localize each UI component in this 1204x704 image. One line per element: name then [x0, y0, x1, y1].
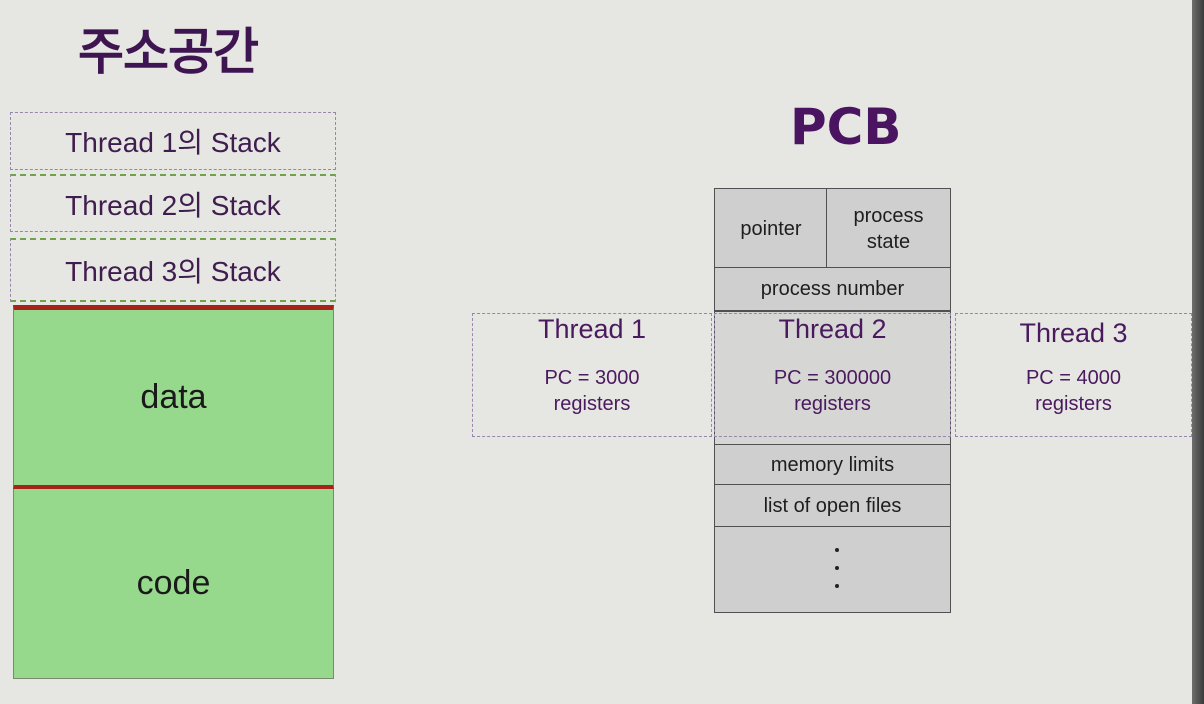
pcb-open-files-cell: list of open files: [714, 484, 951, 528]
thread-1-stack: Thread 1의 Stack: [10, 112, 336, 170]
pcb-open-files-label: list of open files: [763, 495, 902, 517]
pcb-pointer-label: pointer: [740, 217, 802, 240]
thread-1-box: Thread 1 PC = 3000 registers: [472, 313, 712, 437]
thread-3-stack: Thread 3의 Stack: [10, 238, 336, 302]
thread-1-pc-value: PC = 3000: [544, 367, 640, 389]
pcb-process-number-cell: process number: [714, 267, 951, 311]
pcb-memory-limits-cell: memory limits: [714, 444, 951, 486]
thread-2-stack: Thread 2의 Stack: [10, 174, 336, 232]
thread-3-pc-value: PC = 4000: [1025, 367, 1122, 389]
pcb-process-state-cell: process state: [826, 188, 951, 269]
thread-3-name: Thread 3: [1019, 318, 1128, 348]
ellipsis-icon: [832, 548, 842, 596]
thread-1-name: Thread 1: [537, 314, 647, 344]
thread-1-pc: PC = 3000 registers: [473, 365, 711, 417]
data-segment: data: [13, 305, 334, 489]
pcb-pointer-cell: pointer: [714, 188, 828, 269]
pcb-process-number-label: process number: [760, 278, 905, 300]
thread-3-box: Thread 3 PC = 4000 registers: [955, 313, 1192, 437]
address-space-title: 주소공간: [78, 23, 259, 81]
thread-2-pc: PC = 300000 registers: [715, 365, 950, 417]
thread-2-box: Thread 2 PC = 300000 registers: [714, 313, 951, 437]
pcb-title: PCB: [790, 98, 902, 156]
thread-3-registers: registers: [1035, 393, 1112, 415]
thread-2-registers: registers: [794, 393, 871, 415]
slide-edge: [1192, 0, 1204, 704]
pcb-memory-limits-label: memory limits: [770, 454, 895, 476]
pcb-registers-area: [714, 311, 951, 446]
thread-2-pc-value: PC = 300000: [773, 367, 892, 389]
data-segment-label: data: [140, 378, 207, 416]
pcb-process-state-label: process state: [853, 204, 924, 253]
code-segment: code: [13, 489, 334, 679]
thread-2-name: Thread 2: [778, 314, 887, 344]
code-segment-label: code: [136, 564, 211, 602]
thread-1-registers: registers: [553, 393, 631, 415]
thread-3-pc: PC = 4000 registers: [956, 365, 1191, 417]
pcb-ellipsis-cell: [714, 526, 951, 613]
